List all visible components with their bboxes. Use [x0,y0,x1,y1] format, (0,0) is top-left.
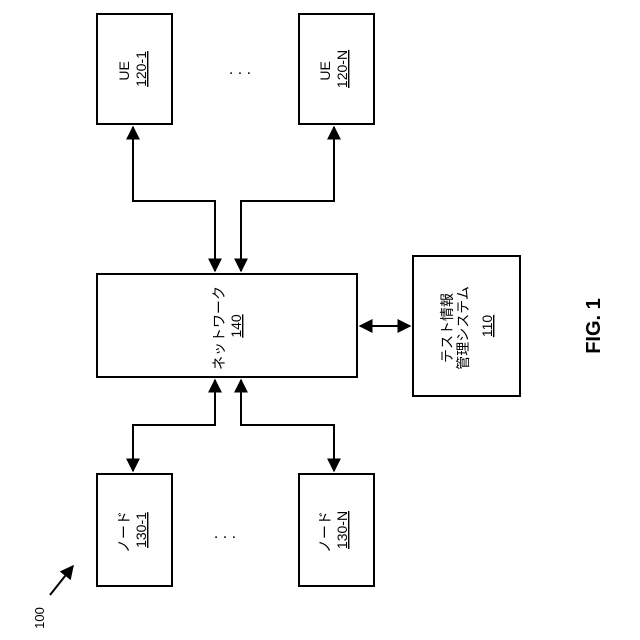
network-noden-connector [241,380,334,471]
figure-label: FIG. 1 [583,298,605,354]
ue-ellipsis: . . . [229,61,251,78]
network-block [97,274,357,377]
node-block-1-label: ノード 130-1 [116,507,149,553]
node-ellipsis: . . . [214,525,236,542]
node-block-n-label: ノード 130-N [317,507,350,553]
ue1-network-connector [133,127,215,271]
uen-network-connector [241,127,334,271]
figure-ref-leader-arrow [50,566,73,595]
network-node1-connector [133,380,215,471]
figure-ref-number: 100 [32,607,47,629]
